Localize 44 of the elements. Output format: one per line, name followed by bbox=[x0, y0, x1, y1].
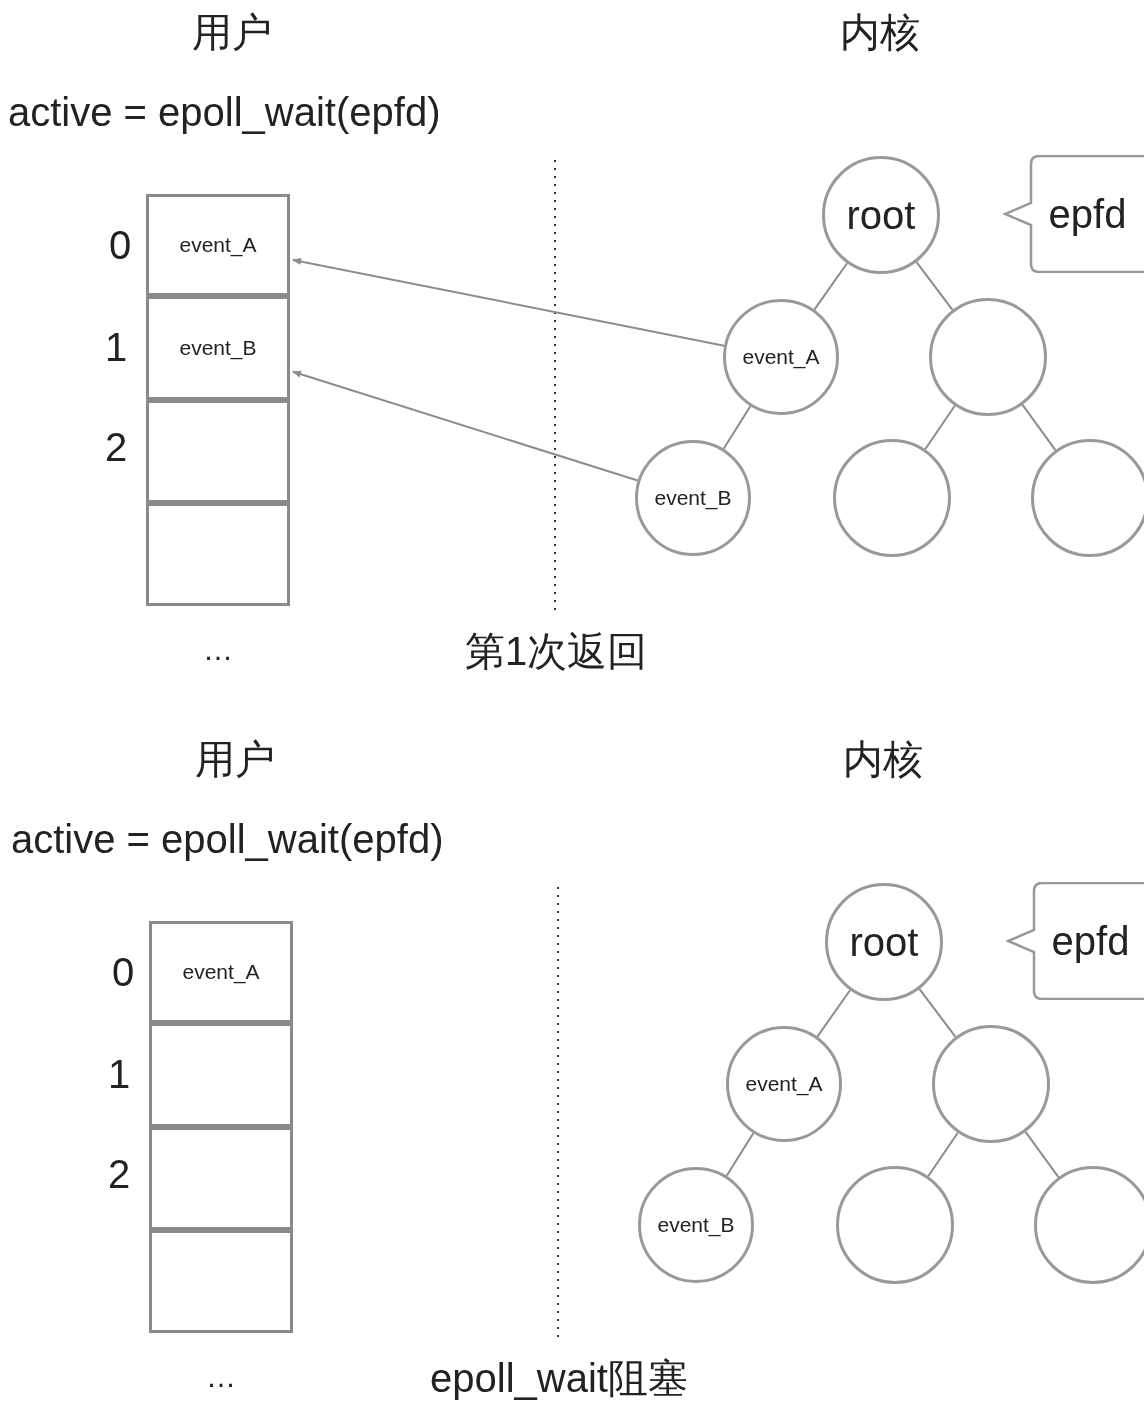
tree-line bbox=[915, 261, 954, 311]
column-heading: 用户 bbox=[192, 12, 272, 52]
speech-bubble: epfd bbox=[1006, 882, 1144, 1000]
tree-line bbox=[927, 1131, 959, 1178]
tree-line bbox=[918, 988, 957, 1038]
tree-line bbox=[816, 989, 852, 1038]
array-cell bbox=[146, 400, 290, 503]
index-number: 2 bbox=[104, 427, 128, 467]
tree-line bbox=[725, 1132, 755, 1177]
ellipsis: … bbox=[203, 635, 233, 665]
index-number: 1 bbox=[107, 1054, 131, 1094]
tree-node-circle: event_B bbox=[638, 1167, 754, 1283]
column-heading: 内核 bbox=[843, 739, 923, 779]
array-cell bbox=[149, 1230, 293, 1333]
code-line: active = epoll_wait(epfd) bbox=[11, 819, 444, 859]
index-number: 0 bbox=[111, 952, 135, 992]
arrow bbox=[292, 257, 726, 347]
tree-line bbox=[813, 262, 849, 311]
tree-node-circle: root bbox=[825, 883, 943, 1001]
tree-node-circle: root bbox=[822, 156, 940, 274]
speech-bubble: epfd bbox=[1003, 155, 1144, 273]
tree-node-circle: event_A bbox=[723, 299, 839, 415]
tree-line bbox=[924, 404, 956, 451]
ellipsis: … bbox=[206, 1362, 236, 1392]
index-number: 1 bbox=[104, 327, 128, 367]
panel-caption: 第1次返回 bbox=[464, 631, 648, 671]
array-cell bbox=[149, 1127, 293, 1230]
index-number: 0 bbox=[108, 225, 132, 265]
tree-line bbox=[1024, 1130, 1060, 1179]
column-heading: 内核 bbox=[840, 12, 920, 52]
tree-node-circle: event_A bbox=[726, 1026, 842, 1142]
tree-line bbox=[1021, 403, 1057, 452]
panel-caption: epoll_wait阻塞 bbox=[430, 1358, 688, 1398]
code-line: active = epoll_wait(epfd) bbox=[8, 92, 441, 132]
tree-line bbox=[722, 405, 752, 450]
array-cell: event_A bbox=[149, 921, 293, 1023]
array-cell: event_B bbox=[146, 296, 290, 400]
tree-node-circle: event_B bbox=[635, 440, 751, 556]
array-cell bbox=[149, 1023, 293, 1127]
arrow bbox=[292, 370, 639, 482]
array-cell bbox=[146, 503, 290, 606]
index-number: 2 bbox=[107, 1154, 131, 1194]
array-cell: event_A bbox=[146, 194, 290, 296]
column-heading: 用户 bbox=[195, 739, 275, 779]
